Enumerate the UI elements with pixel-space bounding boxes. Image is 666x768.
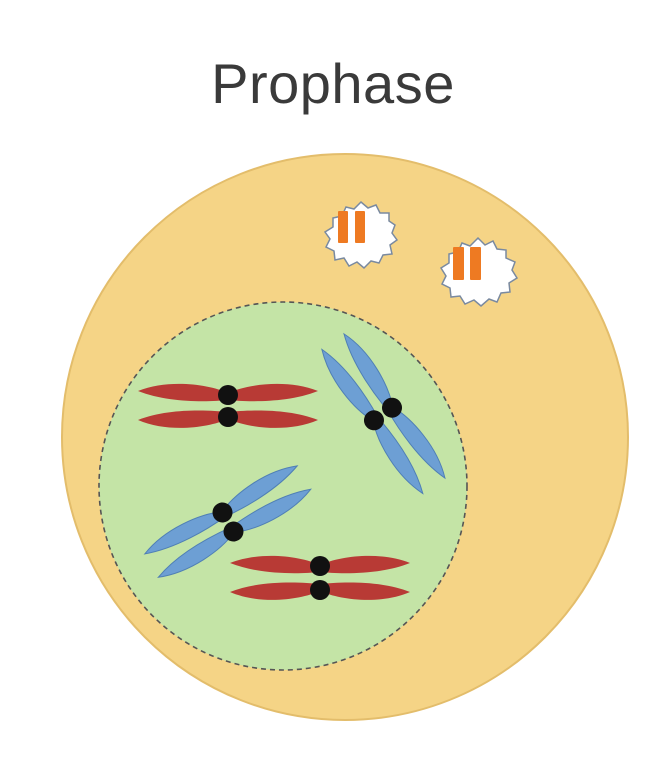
chromosome-red-1: [138, 383, 318, 428]
centromere: [218, 407, 238, 427]
diagram-title: Prophase: [211, 52, 455, 115]
centriole: [470, 247, 481, 280]
chromosome-blue-2: [143, 465, 312, 578]
nucleus: [98, 301, 468, 671]
centriole: [355, 211, 365, 243]
centromere: [212, 502, 233, 523]
centromere: [310, 556, 330, 576]
centromere: [218, 385, 238, 405]
chromosome-red-2: [230, 555, 410, 600]
centromere: [382, 397, 403, 418]
chromosome-blue-1: [321, 332, 446, 495]
centromere: [310, 580, 330, 600]
centriole: [338, 211, 348, 243]
centriole: [453, 247, 464, 280]
centromere: [223, 521, 244, 542]
centromere: [363, 410, 384, 431]
centrosome-2: [439, 236, 519, 307]
centrosome-1: [323, 200, 399, 270]
